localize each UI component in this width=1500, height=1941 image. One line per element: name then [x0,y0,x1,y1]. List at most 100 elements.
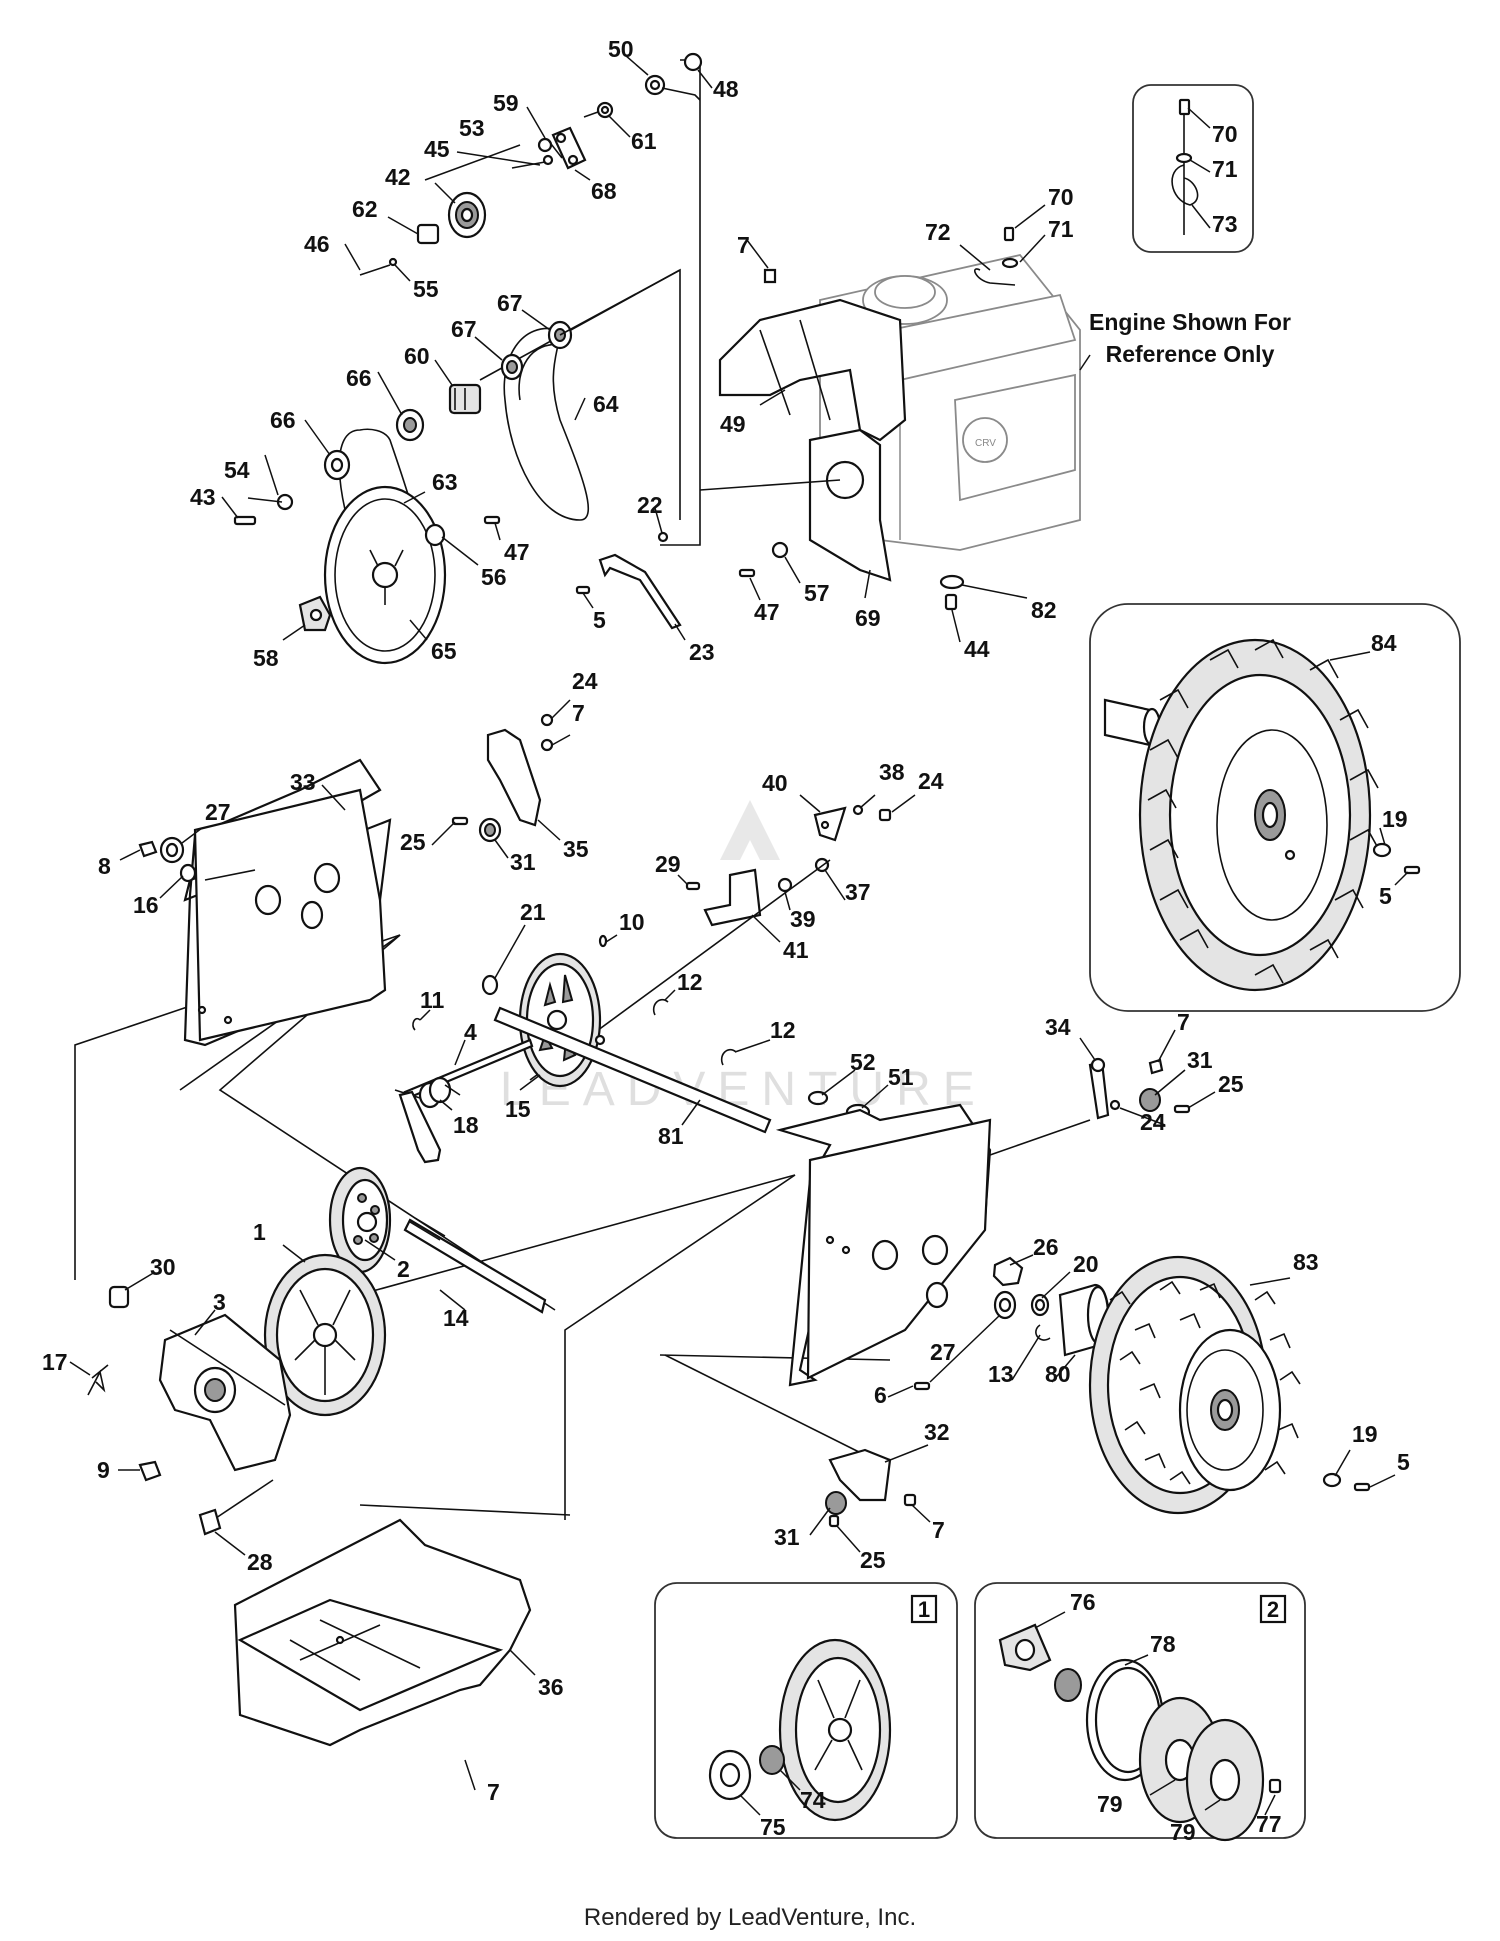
callout-57: 57 [804,580,830,606]
callout-11: 11 [420,987,445,1013]
upper-bracket [486,728,542,827]
callout-71-main: 71 [1048,216,1074,242]
callout-78: 78 [1150,1631,1176,1657]
callout-12a: 12 [677,969,703,995]
callout-4: 4 [464,1019,477,1045]
callout-36: 36 [538,1674,564,1700]
callout-84: 84 [1371,630,1397,656]
callout-3: 3 [213,1289,226,1315]
callout-47-right: 47 [754,599,780,625]
callout-70-inset: 70 [1212,121,1238,147]
callout-58: 58 [253,645,279,671]
callout-21: 21 [520,899,546,925]
callout-47: 47 [504,539,530,565]
callout-49: 49 [720,411,746,437]
callout-30: 30 [150,1254,176,1280]
callout-14: 14 [443,1305,469,1331]
callout-41: 41 [783,937,809,963]
callout-1: 1 [253,1219,266,1245]
callout-46: 46 [304,231,330,257]
callout-26: 26 [1033,1234,1059,1260]
callout-7-mid: 7 [572,700,585,726]
callout-18: 18 [453,1112,479,1138]
callout-72: 72 [925,219,951,245]
engine-note-line-2: Reference Only [1106,341,1275,367]
callout-15: 15 [505,1096,531,1122]
callout-5-upper: 5 [1379,883,1392,909]
callout-23: 23 [689,639,715,665]
engine-mounting-plate [808,428,892,582]
callout-28: 28 [247,1549,273,1575]
callout-32: 32 [924,1419,950,1445]
callout-82: 82 [1031,597,1057,623]
callout-38: 38 [879,759,905,785]
callout-6: 6 [874,1382,887,1408]
callout-8: 8 [98,853,111,879]
callout-31-bottom: 31 [774,1524,800,1550]
callout-35: 35 [563,836,589,862]
callout-2: 2 [397,1256,410,1282]
callout-70-main: 70 [1048,184,1074,210]
callout-66b: 66 [270,407,296,433]
callout-60: 60 [404,343,430,369]
callout-73: 73 [1212,211,1238,237]
callout-77: 77 [1256,1811,1282,1837]
callout-33: 33 [290,769,316,795]
callout-12b: 12 [770,1017,796,1043]
callout-17: 17 [42,1349,68,1375]
callout-24-right: 24 [1140,1109,1166,1135]
callout-67b: 67 [451,316,477,342]
callouts: 50 48 59 53 61 45 68 42 62 46 55 67 67 6… [42,36,1410,1845]
shift-bracket [703,868,762,927]
callout-25-bottom: 25 [860,1547,886,1573]
callout-69: 69 [855,605,881,631]
callout-56: 56 [481,564,507,590]
callout-81: 81 [658,1123,684,1149]
callout-10: 10 [619,909,645,935]
wheel-83 [1088,1255,1301,1515]
callout-64: 64 [593,391,619,417]
callout-34: 34 [1045,1014,1071,1040]
callout-54: 54 [224,457,250,483]
callout-40: 40 [762,770,788,796]
callout-7-bracket: 7 [932,1517,945,1543]
callout-25-left: 25 [400,829,426,855]
callout-63: 63 [432,469,458,495]
callout-55: 55 [413,276,439,302]
svg-text:CRV: CRV [975,438,996,449]
callout-24-mid: 24 [918,768,944,794]
footer-credit: Rendered by LeadVenture, Inc. [584,1904,916,1931]
callout-66a: 66 [346,365,372,391]
callout-79a: 79 [1097,1791,1123,1817]
callout-5: 5 [593,607,606,633]
callout-67a: 67 [497,290,523,316]
callout-19-lower: 19 [1352,1421,1378,1447]
callout-42: 42 [385,164,411,190]
belt-guide [598,553,682,630]
callout-29: 29 [655,851,681,877]
callout-62: 62 [352,196,378,222]
callout-39: 39 [790,906,816,932]
callout-65: 65 [431,638,457,664]
callout-27-right: 27 [930,1339,956,1365]
callout-7-top: 7 [737,232,750,258]
callout-44: 44 [964,636,990,662]
callout-31-right: 31 [1187,1047,1213,1073]
callout-31-top: 31 [510,849,536,875]
inset-1-number: 1 [918,1597,930,1622]
callout-52: 52 [850,1049,876,1075]
inset-2-number: 2 [1267,1597,1279,1622]
callout-50: 50 [608,36,634,62]
callout-37: 37 [845,879,871,905]
leader-lines [69,54,1409,1816]
callout-79b: 79 [1170,1819,1196,1845]
callout-19-upper: 19 [1382,806,1408,832]
hardware-inset [1132,84,1254,253]
callout-24-top: 24 [572,668,598,694]
callout-45: 45 [424,136,450,162]
callout-16: 16 [133,892,159,918]
callout-20: 20 [1073,1251,1099,1277]
callout-75: 75 [760,1814,786,1840]
callout-27-left: 27 [205,799,231,825]
